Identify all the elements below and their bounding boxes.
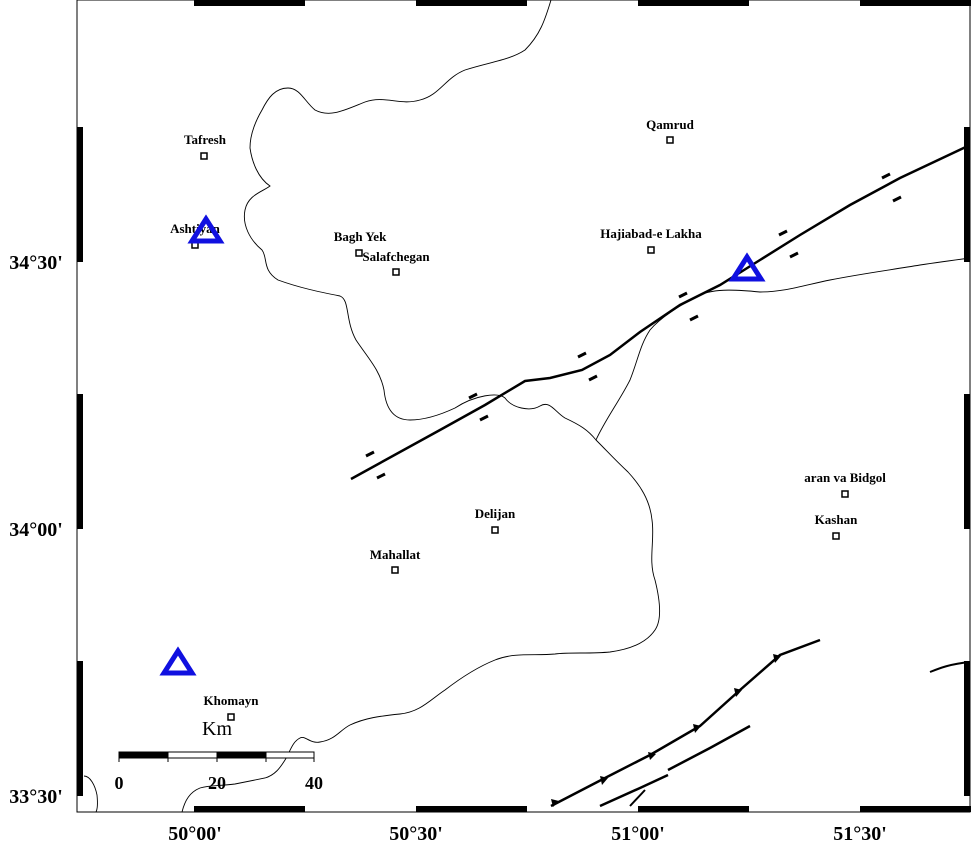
- scale-unit: Km: [202, 718, 232, 740]
- place-label-hajiabad: Hajiabad-e Lakha: [600, 226, 702, 241]
- place-label-tafresh: Tafresh: [184, 132, 227, 147]
- place-label-salafchegan: Salafchegan: [362, 249, 430, 264]
- place-label-aran-va-bidgol: aran va Bidgol: [804, 470, 886, 485]
- frame-bars: [77, 0, 971, 812]
- lon-label: 51°00': [611, 823, 665, 845]
- place-label-mahallat: Mahallat: [370, 547, 421, 562]
- station-triangle[interactable]: [728, 252, 766, 282]
- lon-label: 50°00': [168, 823, 222, 845]
- scale-tick-0: 0: [115, 773, 124, 793]
- place-label-qamrud: Qamrud: [646, 117, 694, 132]
- place-label-khomayn: Khomayn: [204, 693, 260, 708]
- province-boundaries: [83, 0, 971, 813]
- lon-label: 51°30': [833, 823, 887, 845]
- lat-axis-labels: 34°30' 34°00' 33°30': [9, 252, 63, 808]
- place-label-bagh-yek: Bagh Yek: [334, 229, 387, 244]
- lat-label: 34°30': [9, 252, 63, 274]
- place-label-kashan: Kashan: [815, 512, 858, 527]
- thrust-teeth: [551, 654, 781, 807]
- scale-bar: Km 0 20 40: [115, 718, 324, 793]
- lat-label: 34°00': [9, 519, 63, 541]
- place-markers: [191, 136, 849, 721]
- lon-label: 50°30': [389, 823, 443, 845]
- station-triangle[interactable]: [187, 214, 225, 244]
- station-triangle[interactable]: [159, 646, 197, 676]
- lon-axis-labels: 50°00' 50°30' 51°00' 51°30': [168, 823, 887, 845]
- place-labels: Tafresh Ashtiyan Bagh Yek Salafchegan Qa…: [170, 117, 886, 708]
- map-frame: [76, 0, 971, 813]
- stations: [159, 214, 766, 676]
- scale-tick-20: 20: [208, 773, 226, 793]
- place-label-delijan: Delijan: [475, 506, 516, 521]
- scale-tick-40: 40: [305, 773, 323, 793]
- lat-label: 33°30': [9, 786, 63, 808]
